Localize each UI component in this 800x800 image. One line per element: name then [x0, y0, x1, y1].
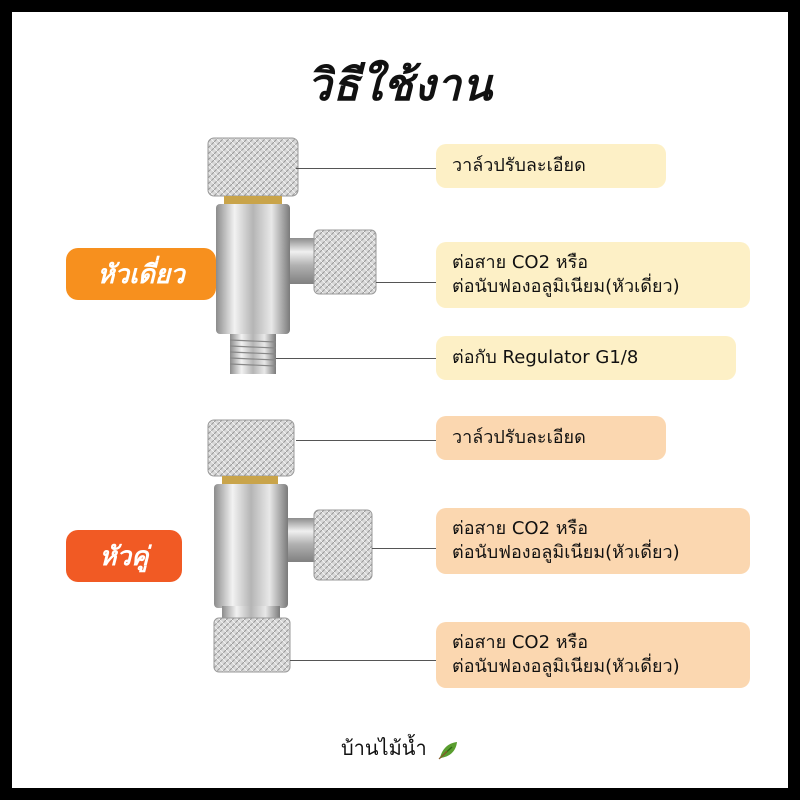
single-head-fitting-image: [207, 137, 377, 374]
leaf-icon: [438, 741, 458, 759]
footer-brand: บ้านไม้น้ำ: [0, 732, 800, 764]
single-side-leader-line: [376, 282, 436, 283]
single-label-regulator: ต่อกับ Regulator G1/8: [436, 336, 736, 380]
single-side-label-line2: ต่อนับฟองอลูมิเนียม(หัวเดี่ยว): [452, 276, 680, 297]
double-side-leader-line: [372, 548, 436, 549]
single-bottom-leader-line: [276, 358, 436, 359]
double-head-badge: หัวคู่: [66, 530, 182, 582]
single-label-fine-valve: วาล์วปรับละเอียด: [436, 144, 666, 188]
double-bottom-label-line1: ต่อสาย CO2 หรือ: [452, 632, 589, 653]
double-bottom-label-line2: ต่อนับฟองอลูมิเนียม(หัวเดี่ยว): [452, 656, 680, 677]
double-label-bottom-port: ต่อสาย CO2 หรือ ต่อนับฟองอลูมิเนียม(หัวเ…: [436, 622, 750, 688]
double-label-fine-valve: วาล์วปรับละเอียด: [436, 416, 666, 460]
brand-name: บ้านไม้น้ำ: [340, 736, 427, 760]
double-side-label-line2: ต่อนับฟองอลูมิเนียม(หัวเดี่ยว): [452, 542, 680, 563]
double-bottom-leader-line: [290, 660, 436, 661]
single-side-label-line1: ต่อสาย CO2 หรือ: [452, 252, 589, 273]
single-top-leader-line: [296, 168, 436, 169]
single-label-side-port: ต่อสาย CO2 หรือ ต่อนับฟองอลูมิเนียม(หัวเ…: [436, 242, 750, 308]
double-side-label-line1: ต่อสาย CO2 หรือ: [452, 518, 589, 539]
page-title: วิธีใช้งาน: [306, 60, 494, 111]
double-label-side-port: ต่อสาย CO2 หรือ ต่อนับฟองอลูมิเนียม(หัวเ…: [436, 508, 750, 574]
single-head-badge: หัวเดี่ยว: [66, 248, 216, 300]
double-head-fitting-image: [207, 419, 373, 673]
double-top-leader-line: [296, 440, 436, 441]
